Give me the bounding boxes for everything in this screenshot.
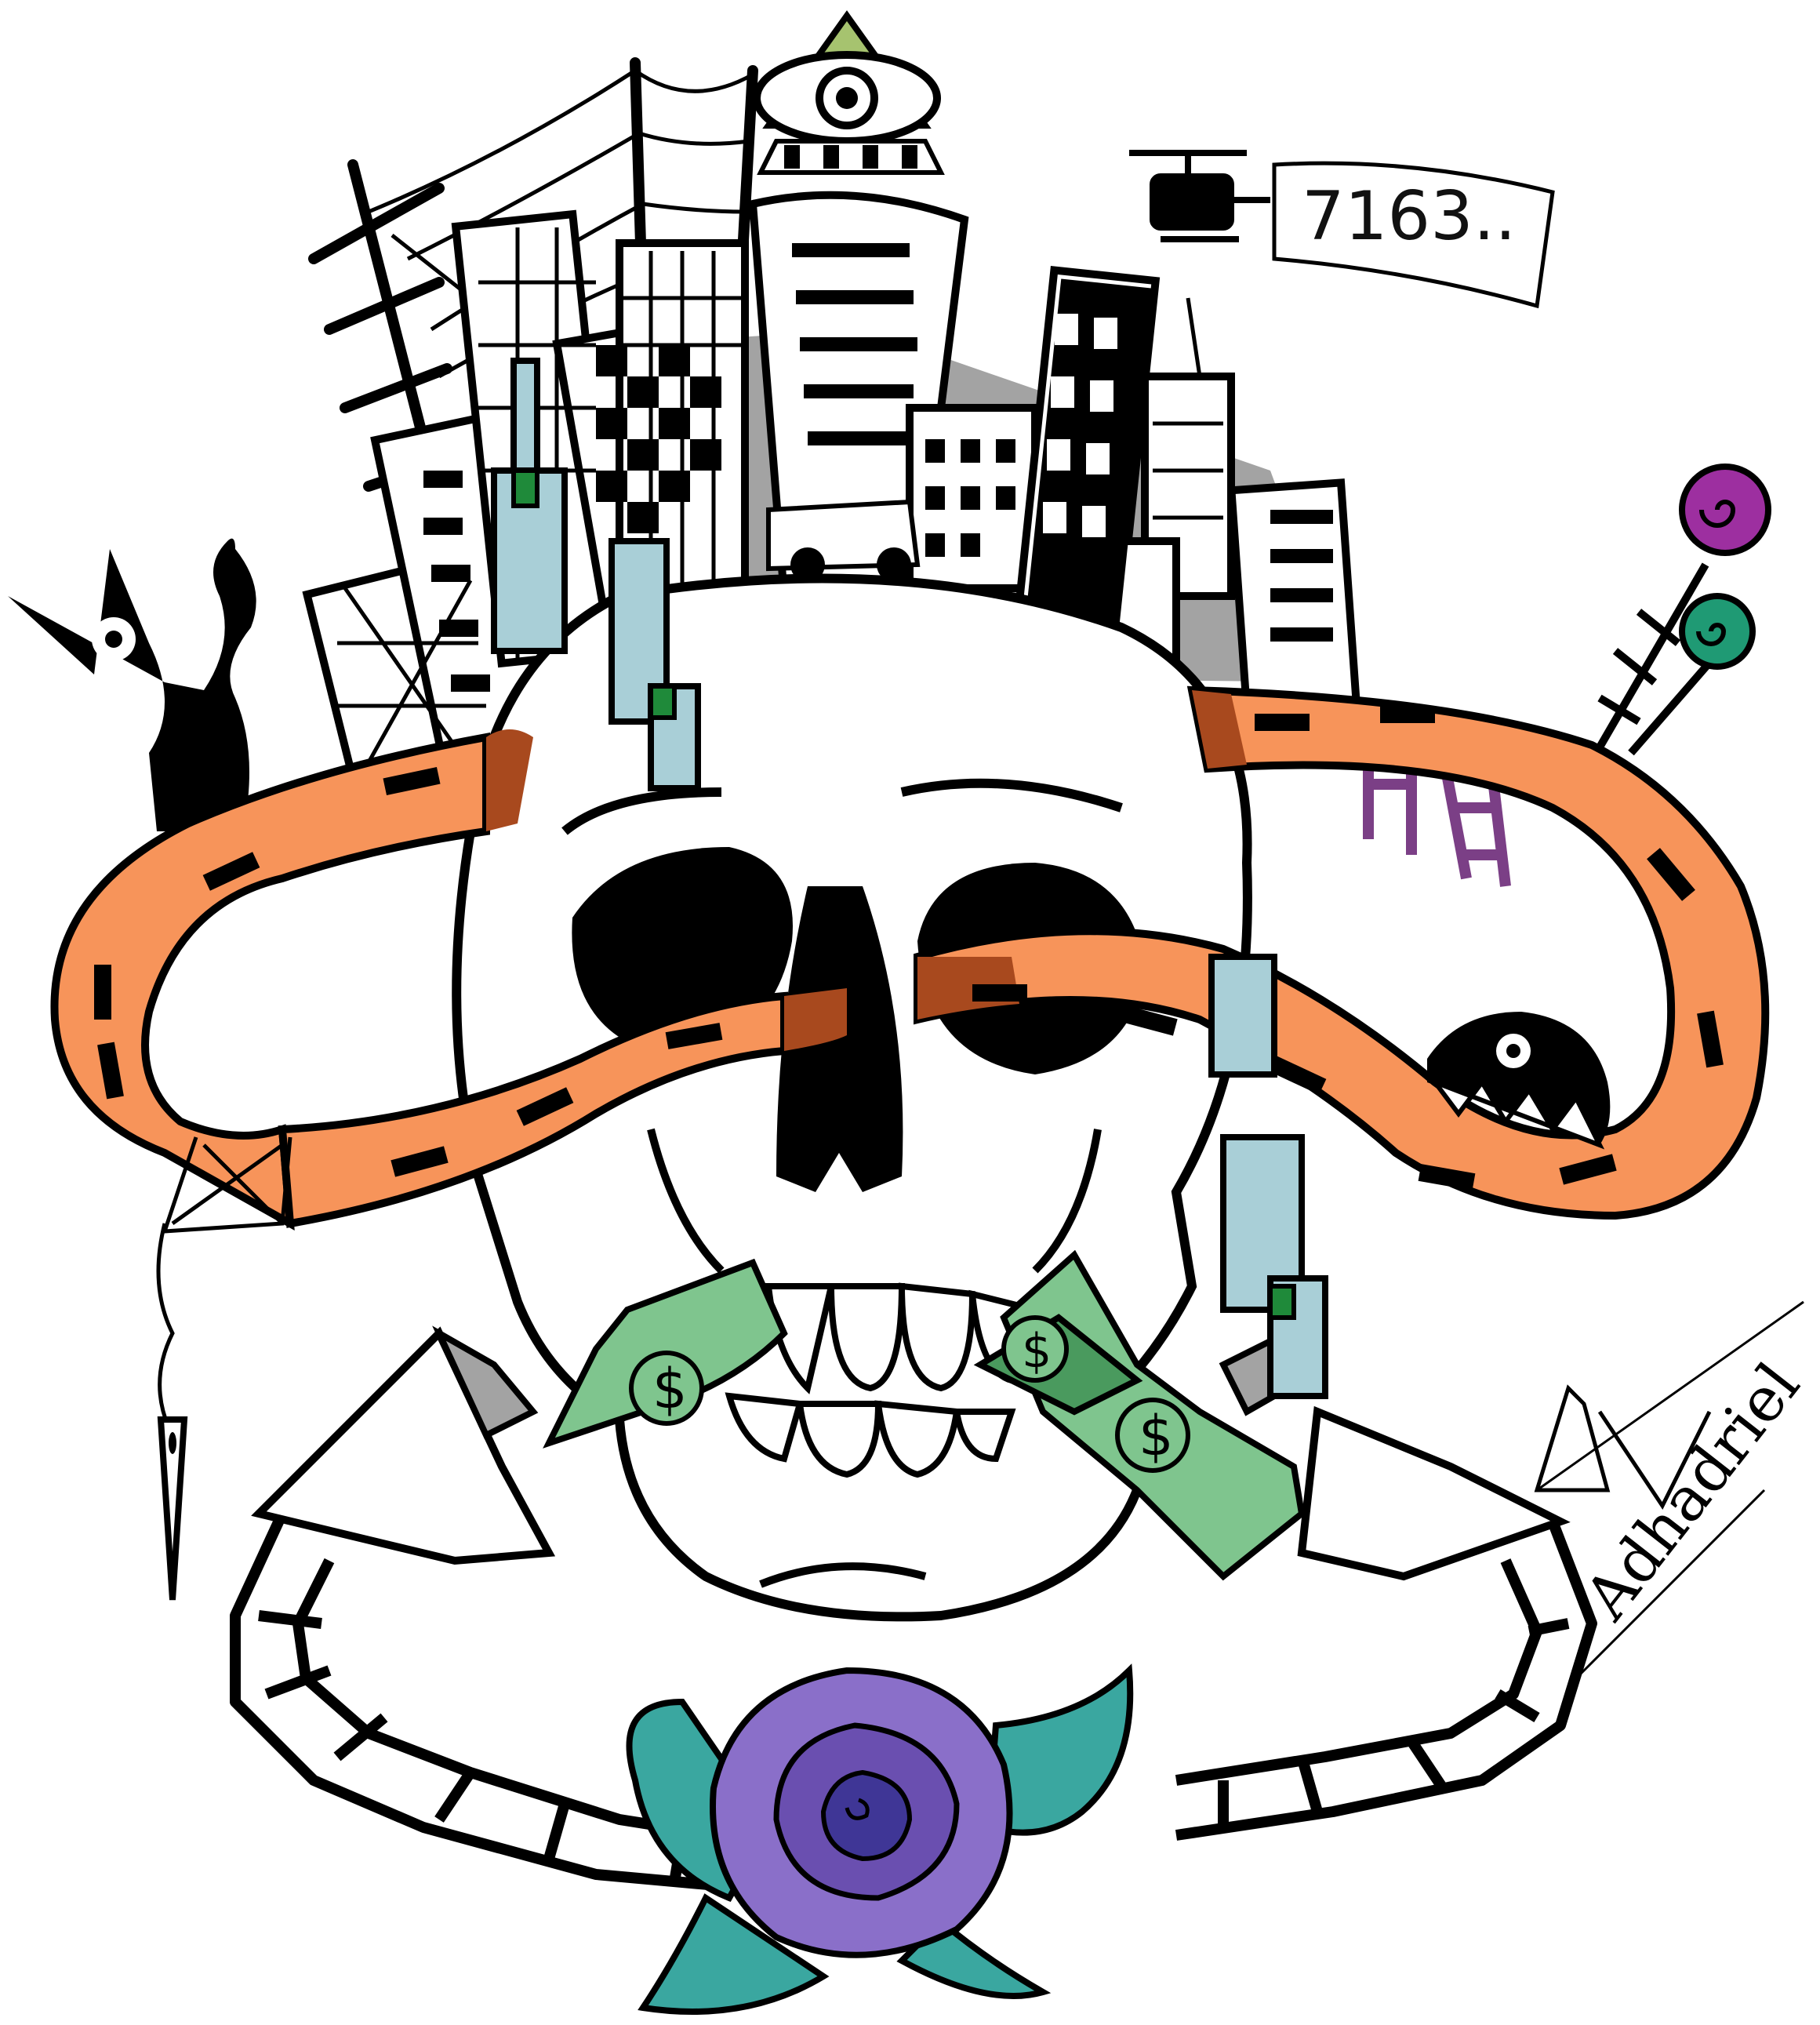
lollipop-icon	[1679, 464, 1771, 670]
van-icon	[766, 499, 921, 582]
rose-leaf-right	[984, 1663, 1134, 1836]
road-support	[162, 1136, 292, 1234]
signature: Adhadriel	[1534, 1300, 1814, 1688]
lollipop-ladder	[1588, 562, 1713, 763]
chomper-icon	[1427, 1012, 1611, 1150]
road-left-loop	[50, 733, 490, 1231]
road-shadow-eye-right	[917, 957, 1019, 1020]
building-details	[423, 243, 1333, 692]
svg-text:$: $	[1022, 1324, 1052, 1379]
glass-panel-accents	[511, 468, 1296, 1320]
collar	[251, 1326, 1571, 1581]
road-dashes	[94, 706, 1724, 1191]
banner-text: 7163..	[1302, 177, 1517, 256]
building-windows-white	[1043, 314, 1117, 537]
road-shadow	[486, 729, 533, 831]
svg-text:$: $	[652, 1357, 688, 1421]
road-shadow-eye	[784, 988, 847, 1051]
helicopter-icon	[1129, 150, 1270, 242]
banner: 7163..	[1272, 161, 1555, 309]
skull-nose	[776, 886, 903, 1192]
eye-pyramid-icon	[753, 10, 945, 175]
road-shadow-top	[1192, 690, 1247, 769]
needle-icon	[156, 1223, 188, 1601]
rose-icon	[626, 1663, 1134, 2015]
dollar-icon: $ $ $	[629, 1315, 1190, 1473]
rose-leaf-bottom	[638, 1893, 830, 2015]
svg-text:$: $	[1139, 1404, 1174, 1468]
cat-icon	[8, 538, 256, 831]
